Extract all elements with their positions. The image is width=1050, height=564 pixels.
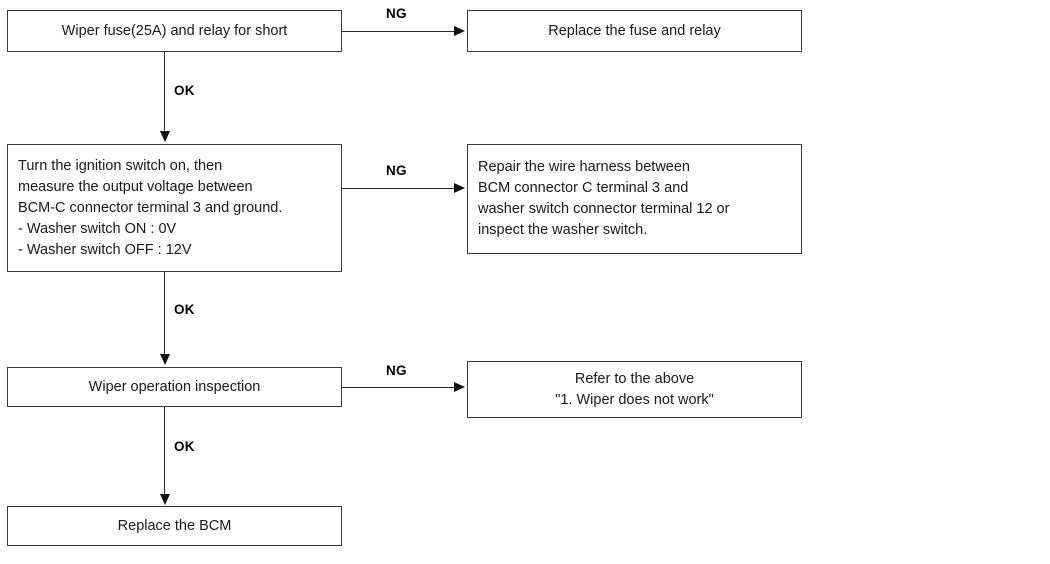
node-repair-harness-line-3: washer switch connector terminal 12 or	[478, 201, 730, 217]
edge-label-ng-1: NG	[386, 6, 407, 21]
edge-ok-1-line	[164, 52, 165, 133]
edge-label-ng-2: NG	[386, 163, 407, 178]
edge-ok-3-arrowhead	[160, 494, 170, 505]
edge-ng-1-line	[342, 31, 456, 32]
node-replace-fuse-relay[interactable]: Replace the fuse and relay	[467, 10, 802, 52]
node-measure-voltage-line-3: BCM-C connector terminal 3 and ground.	[18, 199, 283, 216]
node-measure-voltage[interactable]: Turn the ignition switch on, then measur…	[7, 144, 342, 272]
edge-label-ok-1: OK	[174, 83, 195, 98]
edge-ng-2-arrowhead	[454, 183, 465, 193]
edge-ng-3-line	[342, 387, 456, 388]
node-refer-above[interactable]: Refer to the above "1. Wiper does not wo…	[467, 361, 802, 418]
node-replace-bcm[interactable]: Replace the BCM	[7, 506, 342, 546]
node-measure-voltage-line-4: - Washer switch ON : 0V	[18, 220, 177, 237]
node-check-fuse-relay-line-1: Wiper fuse(25A) and relay for short	[61, 22, 288, 39]
node-measure-voltage-line-5: - Washer switch OFF : 12V	[18, 241, 192, 258]
node-repair-harness[interactable]: Repair the wire harness between BCM conn…	[467, 144, 802, 254]
edge-label-ng-3: NG	[386, 363, 407, 378]
edge-label-ok-3: OK	[174, 439, 195, 454]
node-repair-harness-line-4: inspect the washer switch.	[478, 222, 648, 238]
edge-ng-3-arrowhead	[454, 382, 465, 392]
node-replace-bcm-line-1: Replace the BCM	[117, 517, 232, 534]
node-wiper-operation-inspection[interactable]: Wiper operation inspection	[7, 367, 342, 407]
edge-ok-2-arrowhead	[160, 354, 170, 365]
node-refer-above-line-1: Refer to the above	[574, 370, 695, 387]
edge-label-ok-2: OK	[174, 302, 195, 317]
node-refer-above-line-2: "1. Wiper does not work"	[555, 391, 714, 408]
node-repair-harness-line-1: Repair the wire harness between	[478, 159, 690, 175]
node-check-fuse-relay[interactable]: Wiper fuse(25A) and relay for short	[7, 10, 342, 52]
edge-ng-1-arrowhead	[454, 26, 465, 36]
edge-ok-1-arrowhead	[160, 131, 170, 142]
node-replace-fuse-relay-line-1: Replace the fuse and relay	[548, 22, 721, 39]
node-measure-voltage-line-1: Turn the ignition switch on, then	[18, 157, 223, 174]
edge-ng-2-line	[342, 188, 456, 189]
node-wiper-operation-inspection-line-1: Wiper operation inspection	[88, 378, 261, 395]
edge-ok-2-line	[164, 272, 165, 356]
edge-ok-3-line	[164, 407, 165, 495]
node-repair-harness-line-2: BCM connector C terminal 3 and	[478, 180, 689, 196]
node-measure-voltage-line-2: measure the output voltage between	[18, 178, 253, 195]
